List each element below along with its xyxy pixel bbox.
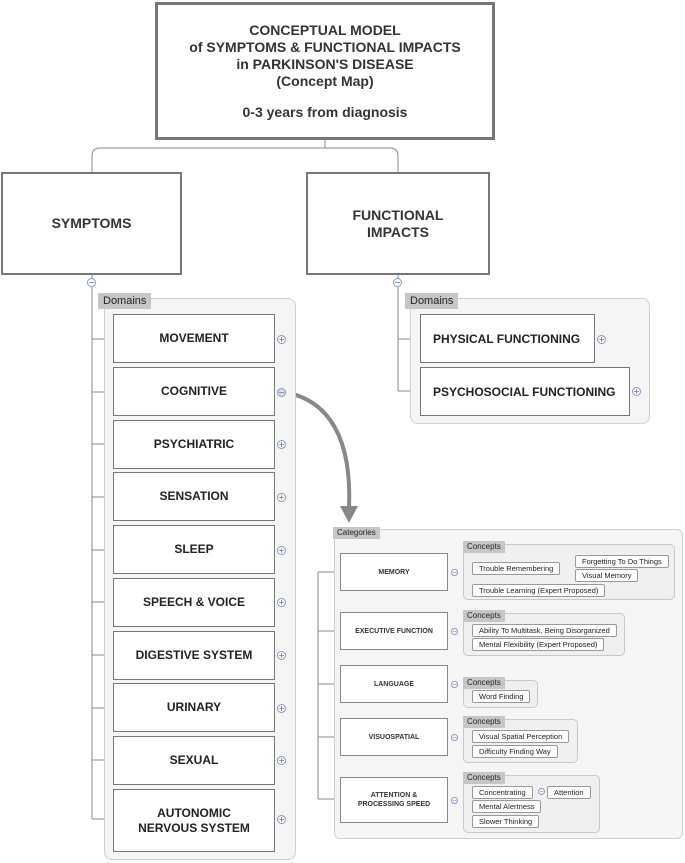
categories-tag: Categories bbox=[333, 527, 380, 539]
concept-difficulty-finding-way[interactable]: Difficulty Finding Way bbox=[472, 745, 558, 758]
symptoms-collapse-icon[interactable]: − bbox=[87, 278, 96, 287]
domain-urinary[interactable]: URINARY bbox=[113, 683, 275, 732]
title-line-2: of SYMPTOMS & FUNCTIONAL IMPACTS bbox=[189, 38, 461, 55]
expand-icon[interactable]: + bbox=[632, 387, 641, 396]
concept-attention[interactable]: Attention bbox=[547, 786, 591, 799]
category-attention-processing-speed[interactable]: ATTENTION & PROCESSING SPEED bbox=[340, 777, 448, 823]
domain-label: SPEECH & VOICE bbox=[142, 595, 246, 609]
expand-icon[interactable]: + bbox=[277, 546, 286, 555]
domain-sexual[interactable]: SEXUAL bbox=[113, 736, 275, 785]
concepts-tag: Concepts bbox=[463, 772, 505, 784]
domain-label: COGNITIVE bbox=[160, 384, 227, 398]
domain-label: PSYCHOSOCIAL FUNCTIONING bbox=[433, 384, 616, 399]
expand-icon[interactable]: + bbox=[277, 598, 286, 607]
title-subtitle: 0-3 years from diagnosis bbox=[242, 103, 408, 120]
concepts-tag: Concepts bbox=[463, 716, 505, 728]
category-label: EXECUTIVE FUNCTION bbox=[355, 627, 433, 635]
concept-forgetting-to-do-things[interactable]: Forgetting To Do Things bbox=[575, 555, 669, 568]
domain-label: SLEEP bbox=[174, 542, 214, 556]
collapse-icon[interactable]: − bbox=[451, 569, 458, 576]
collapse-icon[interactable]: − bbox=[451, 797, 458, 804]
domain-digestive-system[interactable]: DIGESTIVE SYSTEM bbox=[113, 631, 275, 680]
expand-icon[interactable]: + bbox=[277, 651, 286, 660]
title-line-1: CONCEPTUAL MODEL bbox=[249, 21, 401, 38]
collapse-icon[interactable]: − bbox=[451, 681, 458, 688]
category-memory[interactable]: MEMORY bbox=[340, 553, 448, 591]
expand-icon[interactable]: + bbox=[277, 493, 286, 502]
expand-icon[interactable]: + bbox=[277, 756, 286, 765]
category-label: ATTENTION & PROCESSING SPEED bbox=[357, 792, 431, 808]
symptoms-label: SYMPTOMS bbox=[51, 215, 132, 231]
functional-collapse-icon[interactable]: − bbox=[393, 278, 402, 287]
category-label: LANGUAGE bbox=[373, 680, 415, 688]
category-executive-function[interactable]: EXECUTIVE FUNCTION bbox=[340, 612, 448, 650]
concept-ability-to-multitask[interactable]: Ability To Multitask, Being Disorganized bbox=[472, 624, 617, 637]
collapse-icon[interactable]: − bbox=[538, 788, 545, 795]
collapse-icon[interactable]: − bbox=[277, 388, 286, 397]
concepts-tag: Concepts bbox=[463, 677, 505, 689]
concepts-tag: Concepts bbox=[463, 610, 505, 622]
category-label: VISUOSPATIAL bbox=[368, 733, 420, 741]
collapse-icon[interactable]: − bbox=[451, 628, 458, 635]
domain-label: AUTONOMIC NERVOUS SYSTEM bbox=[138, 805, 250, 835]
domain-label: PSYCHIATRIC bbox=[153, 437, 235, 451]
domain-psychosocial-functioning[interactable]: PSYCHOSOCIAL FUNCTIONING bbox=[420, 367, 630, 416]
symptoms-domains-tag: Domains bbox=[98, 293, 152, 309]
functional-impacts-label: FUNCTIONAL IMPACTS bbox=[352, 206, 444, 240]
domain-label: MOVEMENT bbox=[159, 331, 229, 345]
category-label: MEMORY bbox=[378, 568, 410, 576]
symptoms-node[interactable]: SYMPTOMS bbox=[1, 172, 182, 275]
concept-visual-spatial-perception[interactable]: Visual Spatial Perception bbox=[472, 730, 570, 743]
domain-cognitive[interactable]: COGNITIVE bbox=[113, 367, 275, 416]
domain-sleep[interactable]: SLEEP bbox=[113, 525, 275, 574]
domain-movement[interactable]: MOVEMENT bbox=[113, 314, 275, 363]
functional-domains-tag: Domains bbox=[405, 293, 459, 309]
expand-icon[interactable]: + bbox=[277, 440, 286, 449]
title-box: CONCEPTUAL MODEL of SYMPTOMS & FUNCTIONA… bbox=[155, 2, 495, 140]
concept-mental-alertness[interactable]: Mental Alertness bbox=[472, 800, 542, 813]
domain-label: URINARY bbox=[166, 700, 222, 714]
concept-word-finding[interactable]: Word Finding bbox=[472, 690, 531, 703]
concept-mental-flexibility[interactable]: Mental Flexibility (Expert Proposed) bbox=[472, 638, 605, 651]
domain-physical-functioning[interactable]: PHYSICAL FUNCTIONING bbox=[420, 314, 595, 363]
domain-sensation[interactable]: SENSATION bbox=[113, 472, 275, 521]
title-line-4: (Concept Map) bbox=[276, 72, 374, 89]
concept-concentrating[interactable]: Concentrating bbox=[472, 786, 533, 799]
title-line-3: in PARKINSON'S DISEASE bbox=[236, 55, 414, 72]
concept-visual-memory[interactable]: Visual Memory bbox=[575, 569, 639, 582]
category-language[interactable]: LANGUAGE bbox=[340, 665, 448, 703]
concept-slower-thinking[interactable]: Slower Thinking bbox=[472, 815, 540, 828]
concept-trouble-remembering[interactable]: Trouble Remembering bbox=[472, 562, 561, 575]
domain-label: SEXUAL bbox=[169, 753, 219, 767]
expand-icon[interactable]: + bbox=[597, 335, 606, 344]
domain-label: PHYSICAL FUNCTIONING bbox=[433, 331, 581, 346]
expand-icon[interactable]: + bbox=[277, 815, 286, 824]
domain-label: DIGESTIVE SYSTEM bbox=[135, 648, 253, 662]
category-visuospatial[interactable]: VISUOSPATIAL bbox=[340, 718, 448, 756]
domain-psychiatric[interactable]: PSYCHIATRIC bbox=[113, 420, 275, 469]
domain-autonomic-nervous-system[interactable]: AUTONOMIC NERVOUS SYSTEM bbox=[113, 789, 275, 852]
expand-icon[interactable]: + bbox=[277, 704, 286, 713]
concept-trouble-learning[interactable]: Trouble Learning (Expert Proposed) bbox=[472, 584, 606, 597]
collapse-icon[interactable]: − bbox=[451, 734, 458, 741]
functional-impacts-node[interactable]: FUNCTIONAL IMPACTS bbox=[306, 172, 490, 275]
concepts-tag: Concepts bbox=[463, 541, 505, 553]
expand-icon[interactable]: + bbox=[277, 335, 286, 344]
domain-label: SENSATION bbox=[159, 489, 229, 503]
domain-speech-voice[interactable]: SPEECH & VOICE bbox=[113, 578, 275, 627]
